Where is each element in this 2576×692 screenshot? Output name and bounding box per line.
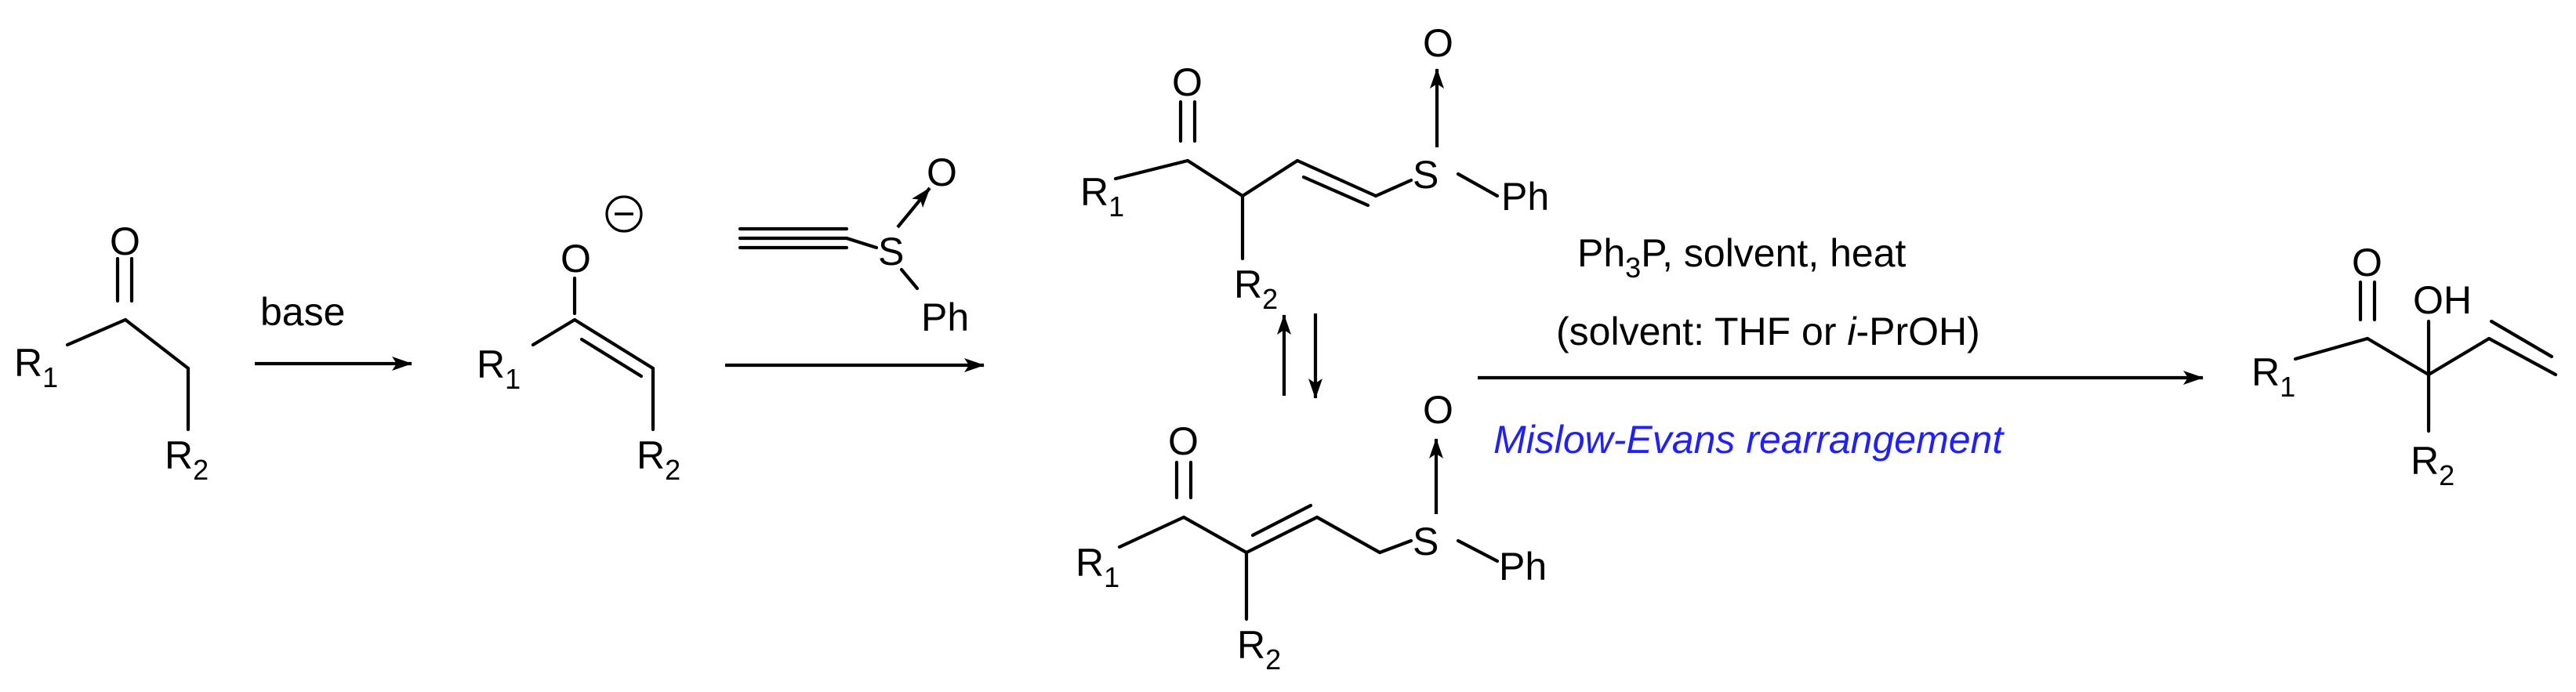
upper-r2: R2 xyxy=(1234,263,1278,315)
upper-r1: R1 xyxy=(1080,170,1124,223)
reagent-conditions: Ph3P, solvent, heat xyxy=(1577,231,1907,284)
lower-r2: R2 xyxy=(1237,623,1281,676)
product-r2: R2 xyxy=(2411,439,2454,491)
upper-sulfur: S xyxy=(1413,153,1439,197)
lower-r1: R1 xyxy=(1076,541,1119,593)
ketone-starting-material: O R1 R2 xyxy=(14,219,209,486)
lower-sulfoxide-oxygen: O xyxy=(1423,388,1453,432)
lower-carbonyl-oxygen: O xyxy=(1168,419,1199,463)
lower-sulfur: S xyxy=(1413,520,1439,563)
enolate-r1: R1 xyxy=(477,342,521,395)
reagent-oxygen: O xyxy=(927,150,957,194)
step3-arrow: Ph3P, solvent, heat (solvent: THF or i-P… xyxy=(1478,231,2204,462)
enolate-oxygen: O xyxy=(561,237,591,281)
upper-sulfoxide-oxygen: O xyxy=(1423,21,1453,65)
ethynyl-sulfoxide-reagent: S O Ph xyxy=(738,150,969,339)
upper-carbonyl-oxygen: O xyxy=(1172,60,1203,104)
enolate-r2: R2 xyxy=(637,433,680,486)
upper-phenyl: Ph xyxy=(1501,175,1549,219)
alpha-hydroxy-ketone-product: O OH R1 R2 xyxy=(2251,241,2558,491)
product-hydroxyl: OH xyxy=(2413,278,2472,322)
reaction-name: Mislow-Evans rearrangement xyxy=(1493,418,2005,462)
enolate-intermediate: O R1 R2 xyxy=(477,195,680,486)
reagent-sulfur: S xyxy=(878,230,904,274)
vinyl-sulfoxide-isomer: O R1 R2 S O Ph xyxy=(1080,21,1549,315)
ketone-r1: R1 xyxy=(14,341,58,393)
product-carbonyl-oxygen: O xyxy=(2352,241,2382,284)
lower-phenyl: Ph xyxy=(1499,545,1547,589)
reagent-phenyl: Ph xyxy=(921,295,969,339)
ketone-r2: R2 xyxy=(165,433,209,486)
step1-arrow: base xyxy=(255,290,412,371)
negative-charge-icon xyxy=(605,195,643,233)
solvent-note: (solvent: THF or i-PrOH) xyxy=(1556,310,1980,353)
ketone-oxygen: O xyxy=(110,219,140,263)
reagent-base: base xyxy=(260,290,345,334)
allyl-sulfoxide-isomer: O R1 R2 S O Ph xyxy=(1076,388,1547,676)
product-r1: R1 xyxy=(2251,350,2295,403)
equilibrium-arrows xyxy=(1277,313,1322,399)
